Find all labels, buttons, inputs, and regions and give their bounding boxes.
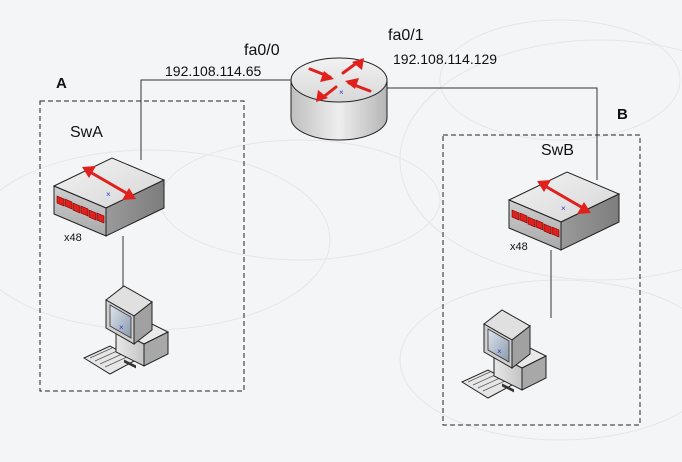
switch-b-icon[interactable] (507, 170, 621, 252)
router-interface-fa0-1-ip: 192.108.114.129 (393, 51, 498, 67)
zone-b-box (442, 134, 641, 426)
pc-a-icon[interactable] (83, 285, 169, 375)
link-router-swa (140, 79, 298, 160)
switch-b-port-count: x48 (510, 241, 528, 253)
zone-b-label: B (617, 106, 628, 123)
link-router-swb (386, 87, 598, 180)
router-interface-fa0-0: fa0/0 (244, 42, 280, 59)
router-interface-fa0-1: fa0/1 (388, 27, 424, 44)
svg-text:×: × (339, 88, 344, 97)
zone-a-label: A (56, 75, 67, 92)
switch-b-name: SwB (541, 142, 574, 159)
pc-b-icon[interactable] (461, 309, 547, 399)
switch-a-name: SwA (70, 124, 103, 141)
switch-a-icon[interactable] (52, 156, 166, 238)
zone-a-box (39, 100, 245, 392)
router-interface-fa0-0-ip: 192.108.114.65 (165, 63, 262, 79)
switch-a-port-count: x48 (64, 232, 82, 244)
router-icon[interactable]: × (290, 57, 388, 141)
